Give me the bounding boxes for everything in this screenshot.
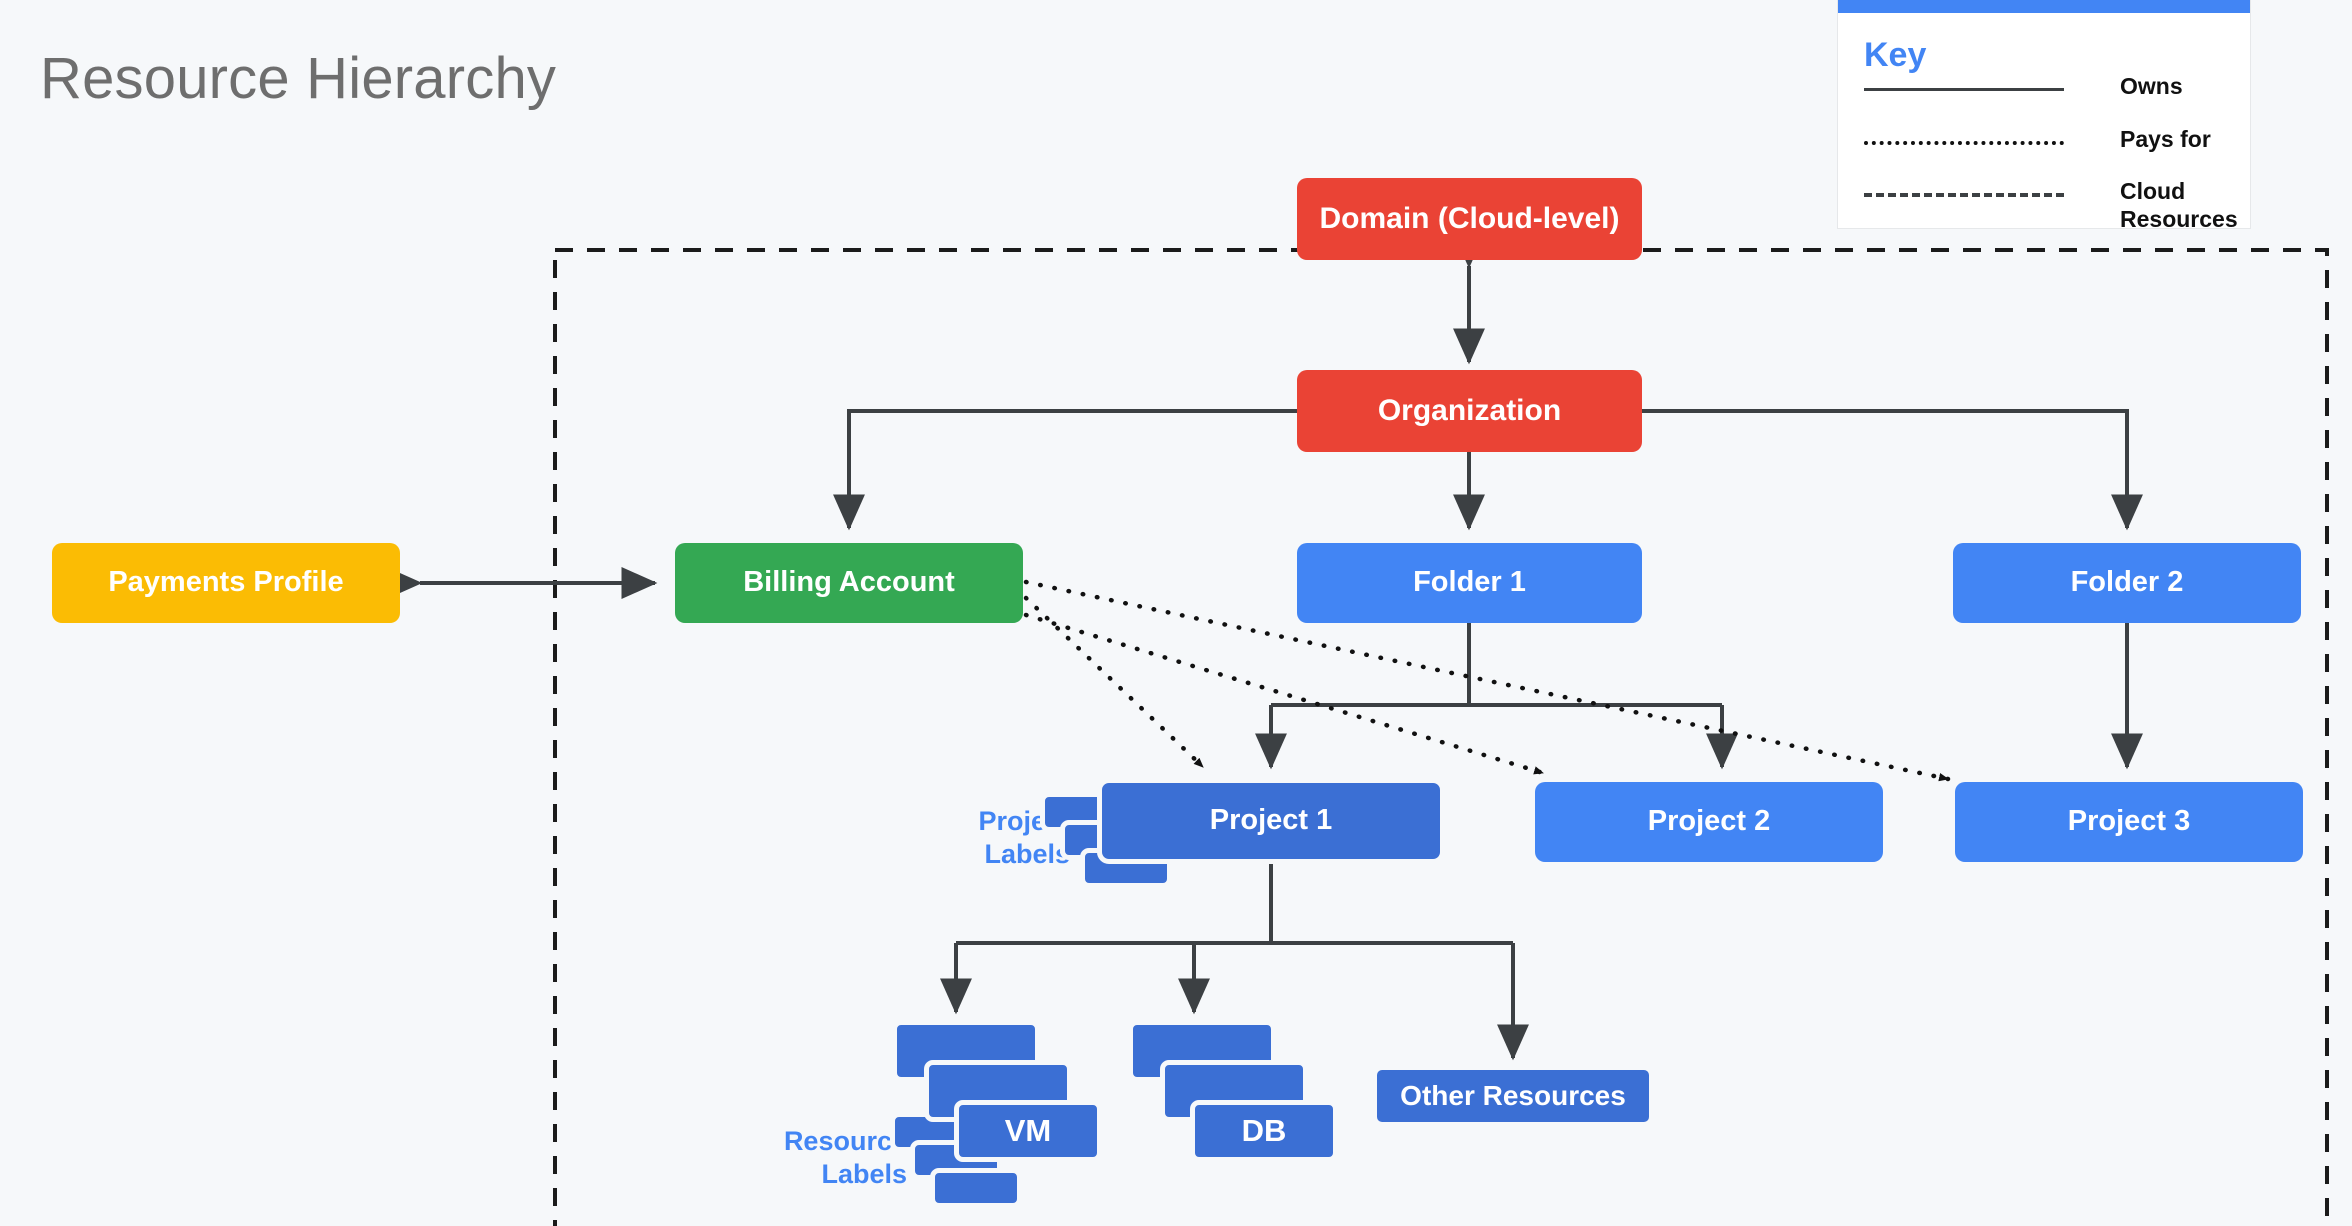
edge-organization-billing [833, 409, 1297, 531]
node-other-resources[interactable]: Other Resources [1372, 1065, 1654, 1127]
node-project-2[interactable]: Project 2 [1535, 782, 1883, 862]
node-folder-1[interactable]: Folder 1 [1297, 543, 1642, 623]
node-db[interactable]: DB [1128, 1020, 1448, 1190]
node-project-1[interactable]: Project 1 [1097, 778, 1445, 864]
key-label-cloud-resources: Cloud Resources [2120, 178, 2238, 233]
key-title: Key [1864, 36, 1927, 74]
label-chip [930, 1168, 1022, 1208]
edge-billing-pays-project1 [1023, 595, 1206, 770]
node-organization[interactable]: Organization [1297, 370, 1642, 452]
node-db-label: DB [1241, 1113, 1287, 1148]
node-folder-2-label: Folder 2 [2070, 566, 2184, 599]
node-folder-1-label: Folder 1 [1413, 566, 1526, 599]
node-folder-2[interactable]: Folder 2 [1953, 543, 2301, 623]
key-accent-bar [1838, 0, 2250, 13]
dashed-line-icon [1864, 193, 2064, 197]
project-labels-line-2: Labels [984, 838, 1070, 869]
solid-line-icon [1864, 88, 2064, 91]
resource-labels-line-1: Resource [783, 1126, 907, 1156]
node-billing-account[interactable]: Billing Account [675, 543, 1023, 623]
resource-labels-caption: Resource Labels [742, 1125, 907, 1191]
key-row-pays-for: Pays for [1864, 126, 2232, 171]
node-domain-label: Domain (Cloud-level) [1319, 201, 1620, 235]
edge-folder1-projects [1255, 622, 1738, 770]
key-label-owns: Owns [2120, 73, 2183, 99]
node-vm-label: VM [1004, 1113, 1052, 1148]
edge-billing-pays-project2 [1023, 612, 1546, 776]
node-project-2-label: Project 2 [1647, 805, 1771, 838]
resource-labels-line-2: Labels [821, 1158, 907, 1189]
dotted-line-icon [1864, 141, 2064, 145]
db-chip-front: DB [1190, 1100, 1338, 1162]
node-organization-label: Organization [1377, 393, 1562, 427]
key-legend-box: Key Owns Pays for Cloud Resources [1838, 0, 2250, 232]
node-project-1-label: Project 1 [1209, 804, 1333, 837]
edge-organization-folder2 [1642, 409, 2143, 531]
node-payments-profile-label: Payments Profile [108, 566, 344, 599]
node-domain[interactable]: Domain (Cloud-level) [1297, 178, 1642, 260]
edge-project1-children [940, 862, 1529, 1061]
node-vm[interactable]: VM [892, 1020, 1212, 1190]
node-billing-account-label: Billing Account [743, 566, 955, 599]
node-project-3-label: Project 3 [2067, 805, 2191, 838]
edge-billing-pays-project3 [1023, 579, 1951, 782]
node-other-resources-label: Other Resources [1400, 1079, 1626, 1111]
node-project-3[interactable]: Project 3 [1955, 782, 2303, 862]
node-payments-profile[interactable]: Payments Profile [52, 543, 400, 623]
vm-chip-front: VM [954, 1100, 1102, 1162]
cloud-resources-boundary [553, 248, 2329, 1226]
key-row-cloud-resources: Cloud Resources [1864, 178, 2238, 232]
key-row-owns: Owns [1864, 73, 2232, 118]
key-label-pays-for: Pays for [2120, 126, 2211, 152]
page-title: Resource Hierarchy [40, 46, 557, 111]
